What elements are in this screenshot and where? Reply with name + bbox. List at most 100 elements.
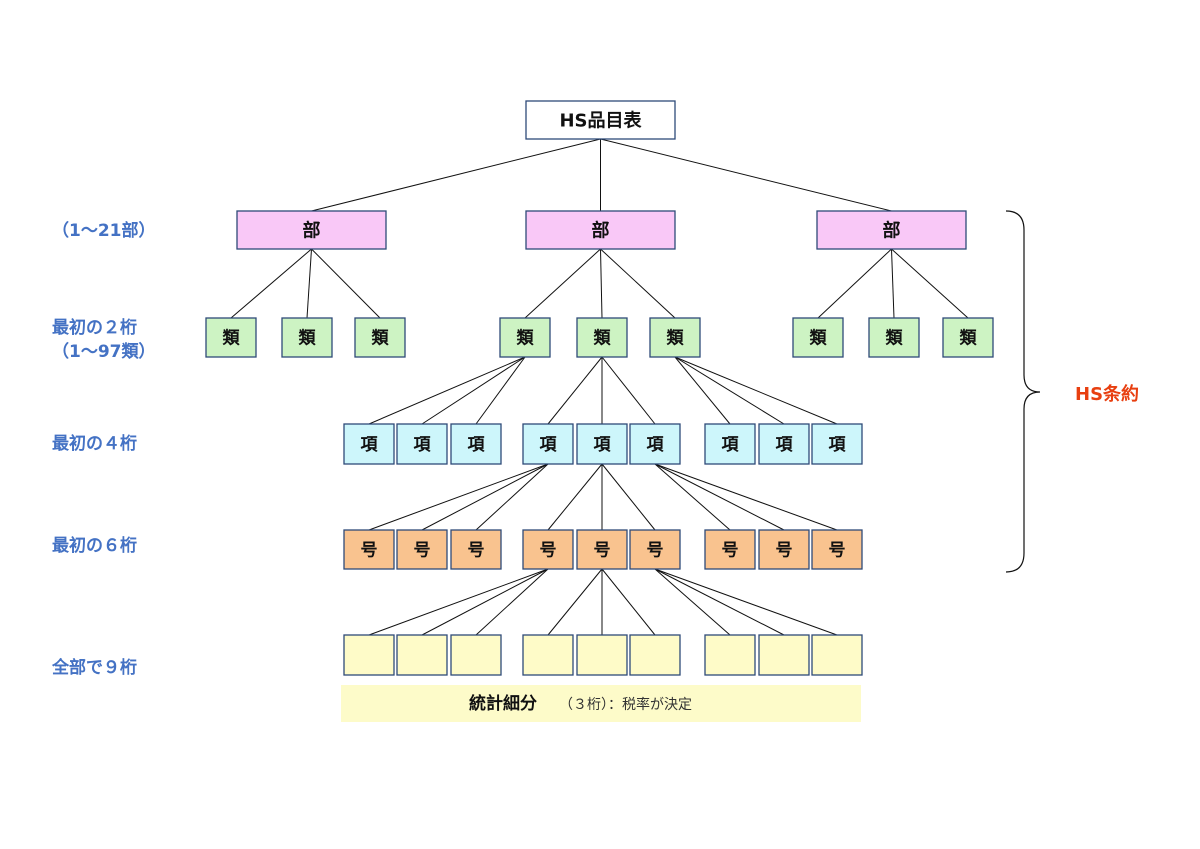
gou-node-1-1-label: 号	[594, 541, 611, 561]
gou-node-1-1-rect	[576, 529, 628, 570]
link-bu-rui-1-2	[600, 248, 676, 319]
kou-node-2-0: 項	[704, 423, 756, 465]
rui-node-1-0: 類	[499, 317, 551, 358]
bu-node-2-label: 部	[883, 219, 901, 241]
bu-node-1: 部	[525, 210, 676, 250]
rui-node-0-0: 類	[205, 317, 257, 358]
link-kou-gou-2-2	[654, 463, 838, 531]
gou-node-1-1: 号	[576, 529, 628, 570]
rui-node-0-1-label: 類	[298, 329, 317, 349]
detail-node-0-2-rect	[450, 634, 502, 676]
label-six-digit: 最初の６桁	[52, 535, 137, 556]
link-kou-gou-0-0	[368, 463, 549, 531]
link-gou-detail-2-1	[654, 568, 785, 636]
detail-node-2-0	[704, 634, 756, 676]
detail-node-0-0-rect	[343, 634, 395, 676]
rui-node-1-1: 類	[576, 317, 628, 358]
gou-node-0-1: 号	[396, 529, 448, 570]
bu-node-0-rect	[236, 210, 387, 250]
link-bu-rui-0-2	[311, 248, 381, 319]
label-four-digit: 最初の４桁	[52, 433, 137, 454]
rui-node-2-0: 類	[792, 317, 844, 358]
rui-node-0-1-rect	[281, 317, 333, 358]
kou-node-0-2-rect	[450, 423, 502, 465]
kou-node-0-0: 項	[343, 423, 395, 465]
detail-node-2-0-rect	[704, 634, 756, 676]
link-rui-kou-0-1	[421, 356, 526, 425]
link-rui-kou-1-0	[547, 356, 603, 425]
gou-node-2-2-rect	[811, 529, 863, 570]
hs-convention-label: HS条約	[1075, 383, 1139, 405]
link-gou-detail-0-0	[368, 568, 549, 636]
link-rui-kou-2-1	[674, 356, 785, 425]
kou-node-2-2-label: 項	[829, 435, 847, 455]
rui-node-0-2: 類	[354, 317, 406, 358]
kou-node-2-1-rect	[758, 423, 810, 465]
detail-node-1-0	[522, 634, 574, 676]
root-node: HS品目表	[525, 100, 676, 140]
gou-node-0-1-label: 号	[414, 541, 431, 561]
kou-node-2-2: 項	[811, 423, 863, 465]
bu-node-2-rect	[816, 210, 967, 250]
gou-node-2-0: 号	[704, 529, 756, 570]
link-kou-gou-2-1	[654, 463, 785, 531]
kou-node-1-0-rect	[522, 423, 574, 465]
link-rui-kou-0-0	[368, 356, 526, 425]
gou-node-1-2-rect	[629, 529, 681, 570]
link-bu-rui-0-1	[306, 248, 312, 319]
link-kou-gou-0-2	[475, 463, 549, 531]
detail-node-1-0-rect	[522, 634, 574, 676]
kou-node-2-1: 項	[758, 423, 810, 465]
link-rui-kou-1-2	[601, 356, 656, 425]
link-bu-rui-2-0	[817, 248, 892, 319]
kou-node-2-0-rect	[704, 423, 756, 465]
kou-node-1-2-label: 項	[647, 435, 665, 455]
detail-node-1-1-rect	[576, 634, 628, 676]
gou-node-0-1-rect	[396, 529, 448, 570]
rui-node-1-0-label: 類	[516, 329, 535, 349]
rui-node-1-2: 類	[649, 317, 701, 358]
kou-node-0-2: 項	[450, 423, 502, 465]
gou-node-2-2-label: 号	[829, 541, 846, 561]
convention-brace	[1005, 210, 1041, 573]
label-bu-range: （1～21部）	[52, 220, 156, 241]
kou-node-0-1-label: 項	[414, 435, 432, 455]
detail-node-0-0	[343, 634, 395, 676]
gou-node-1-0-rect	[522, 529, 574, 570]
rui-node-2-0-label: 類	[809, 329, 828, 349]
gou-node-2-2: 号	[811, 529, 863, 570]
detail-node-0-2	[450, 634, 502, 676]
link-bu-rui-1-0	[524, 248, 601, 319]
link-bu-rui-0-0	[230, 248, 312, 319]
gou-node-0-2: 号	[450, 529, 502, 570]
link-gou-detail-0-2	[475, 568, 549, 636]
bu-node-0: 部	[236, 210, 387, 250]
gou-node-2-0-label: 号	[722, 541, 739, 561]
detail-node-1-2	[629, 634, 681, 676]
detail-node-2-1	[758, 634, 810, 676]
detail-node-1-2-rect	[629, 634, 681, 676]
gou-node-0-2-rect	[450, 529, 502, 570]
kou-node-0-0-label: 項	[361, 435, 379, 455]
label-two-digit: 最初の２桁	[52, 317, 137, 338]
link-kou-gou-1-2	[601, 463, 656, 531]
note-sub-text: （３桁）：税率が決定	[559, 696, 692, 713]
statistical-subdivision-note	[341, 685, 861, 722]
link-root-bu-0	[311, 138, 601, 212]
link-gou-detail-0-1	[421, 568, 549, 636]
bu-node-1-label: 部	[592, 219, 610, 241]
root-node-label: HS品目表	[559, 109, 642, 131]
gou-node-0-0-label: 号	[361, 541, 378, 561]
gou-node-0-0-rect	[343, 529, 395, 570]
kou-node-1-2-rect	[629, 423, 681, 465]
link-gou-detail-2-0	[654, 568, 731, 636]
link-rui-kou-0-2	[475, 356, 526, 425]
rui-node-1-2-label: 類	[666, 329, 685, 349]
kou-node-1-1-label: 項	[594, 435, 612, 455]
kou-node-1-0-label: 項	[540, 435, 558, 455]
link-kou-gou-2-0	[654, 463, 731, 531]
rui-node-2-2-rect	[942, 317, 994, 358]
label-rui-range: （1～97類）	[52, 341, 156, 362]
rui-node-2-2-label: 類	[959, 329, 978, 349]
